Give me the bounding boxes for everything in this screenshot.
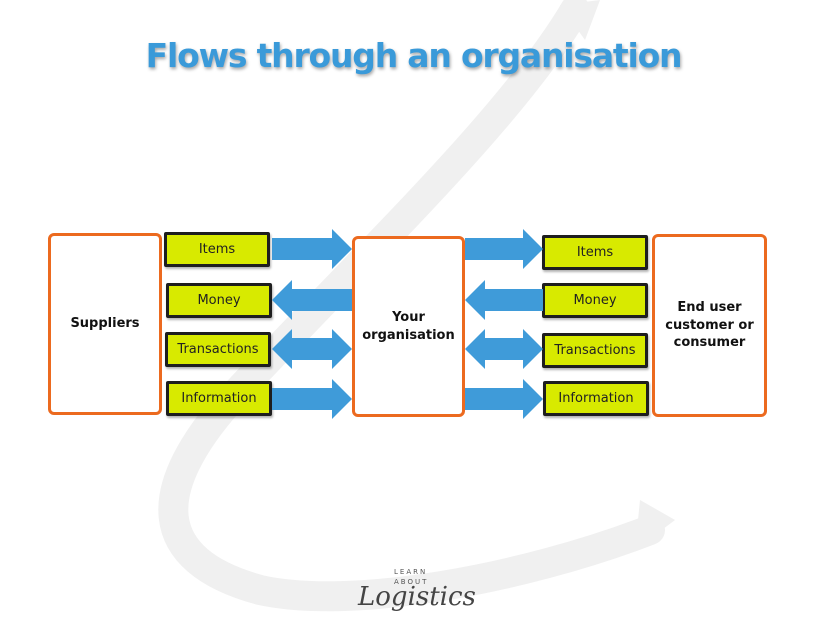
right-arrow-information — [465, 379, 543, 419]
your-organisation-box: Your organisation — [352, 236, 465, 417]
left-flow-transactions: Transactions — [165, 332, 271, 367]
logo-logistics-text: Logistics — [358, 582, 476, 612]
page-title: Flows through an organisation — [145, 36, 683, 75]
left-arrow-money — [272, 280, 352, 320]
suppliers-box: Suppliers — [48, 233, 162, 415]
right-flow-money: Money — [542, 283, 648, 318]
left-flow-information: Information — [166, 381, 272, 416]
left-arrow-items — [272, 229, 352, 269]
right-flow-transactions: Transactions — [542, 333, 648, 368]
right-arrow-money — [465, 280, 543, 320]
right-arrow-items — [465, 229, 543, 269]
learn-about-logistics-logo: LEARN ABOUT Logistics — [358, 566, 476, 616]
left-flow-items: Items — [164, 232, 270, 267]
right-flow-items: Items — [542, 235, 648, 270]
end-user-box: End user customer or consumer — [652, 234, 767, 417]
logo-about-text: ABOUT — [394, 578, 429, 586]
right-arrow-transactions — [465, 329, 543, 369]
left-flow-money: Money — [166, 283, 272, 318]
logo-learn-text: LEARN — [394, 568, 428, 576]
right-flow-information: Information — [543, 381, 649, 416]
left-arrow-information — [272, 379, 352, 419]
left-arrow-transactions — [272, 329, 352, 369]
